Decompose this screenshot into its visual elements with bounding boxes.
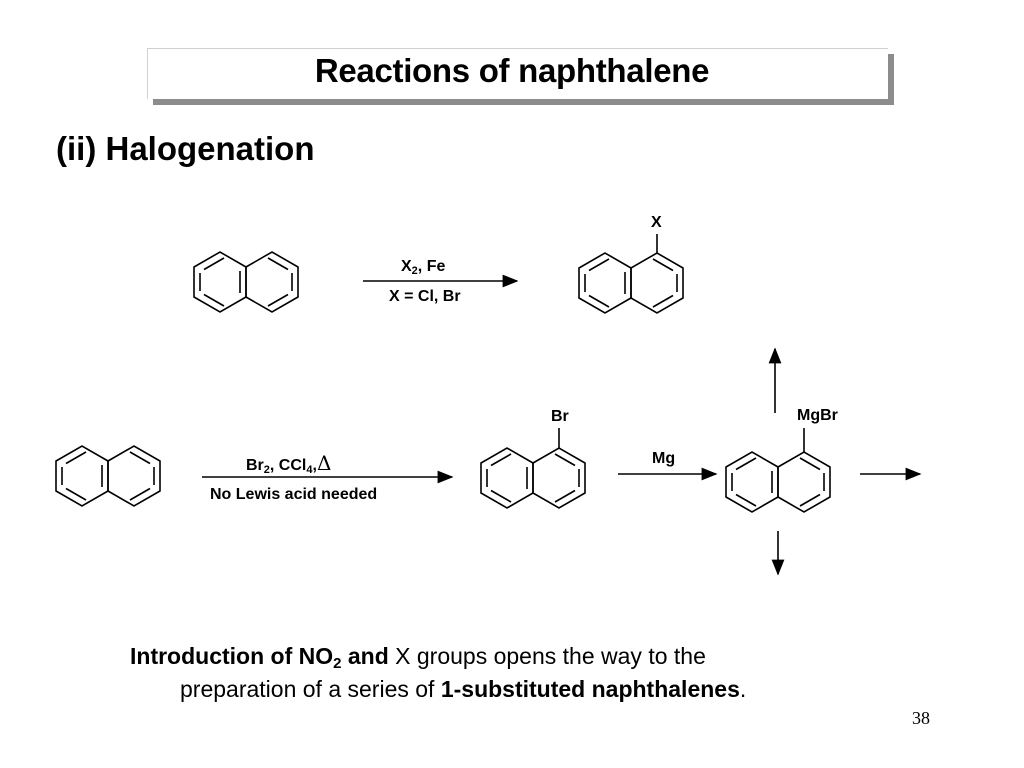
summary-text: Introduction of NO2 and X groups opens t… bbox=[130, 643, 747, 702]
naphthalene-reactant-1 bbox=[193, 251, 299, 313]
page-number: 38 bbox=[912, 708, 930, 728]
condition-label-2: No Lewis acid needed bbox=[210, 486, 378, 503]
substituent-label-br: Br bbox=[551, 408, 569, 425]
reagent-label-1: X2, Fe bbox=[401, 258, 446, 277]
substituent-label-x: X bbox=[651, 214, 662, 231]
section-heading: (ii) Halogenation bbox=[56, 130, 315, 167]
bromonaphthalene-product bbox=[480, 447, 586, 509]
page-title: Reactions of naphthalene bbox=[314, 52, 710, 89]
halonaphthalene-product bbox=[578, 252, 684, 314]
title-box bbox=[147, 48, 888, 99]
substituent-label-mgbr: MgBr bbox=[797, 407, 838, 424]
naphthalene-reactant-2 bbox=[55, 445, 161, 507]
delta-symbol: Δ bbox=[316, 451, 332, 475]
condition-label-1: X = Cl, Br bbox=[389, 288, 461, 305]
reagent-label-2: Br2, CCl4,Δ bbox=[246, 451, 332, 476]
grignard-product bbox=[725, 451, 831, 513]
reagent-label-mg: Mg bbox=[652, 450, 676, 467]
